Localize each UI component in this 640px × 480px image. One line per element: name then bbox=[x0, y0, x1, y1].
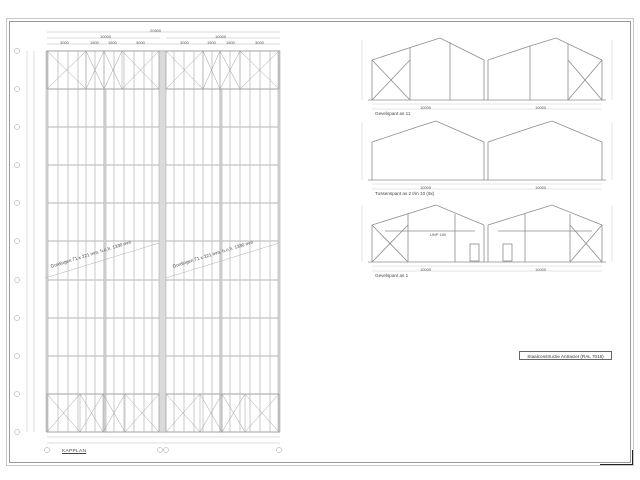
bay-dim: 3000 bbox=[136, 40, 145, 45]
bay-dim: 1500 bbox=[108, 40, 117, 45]
elevation-width-dim: 10000 bbox=[535, 105, 547, 110]
elevation-title-gevelspant-11: Gevelspant as 11 bbox=[375, 111, 411, 116]
elevation-width-dim: 10000 bbox=[535, 185, 547, 190]
elevation-title-tussenspant: Tussenspant as 2 t/m 10 (9x) bbox=[375, 191, 435, 196]
bay-dim: 1500 bbox=[207, 40, 216, 45]
elevation-width-dim: 10000 bbox=[420, 185, 432, 190]
bay-dim: 1500 bbox=[226, 40, 235, 45]
elevation-title-gevelspant-1: Gevelspant as 1 bbox=[375, 273, 409, 278]
elevation-width-dim: 10000 bbox=[420, 105, 432, 110]
right-half-dim: 10000 bbox=[215, 34, 227, 39]
overall-width-dim: 20500 bbox=[150, 28, 162, 33]
left-half-dim: 10000 bbox=[100, 34, 112, 39]
bay-dim: 3000 bbox=[255, 40, 264, 45]
title-block: Staalconstructie Antraciet (RAL 7016) bbox=[519, 351, 612, 360]
corner-mark bbox=[600, 450, 633, 465]
bay-dim: 3000 bbox=[180, 40, 189, 45]
elevation-width-dim: 10000 bbox=[420, 267, 432, 272]
elevation-drawings bbox=[368, 37, 606, 263]
tie-beam-label: UNP 160 bbox=[430, 232, 447, 237]
plan-title: KAPPLAN bbox=[62, 449, 87, 454]
sheet-frame bbox=[6, 18, 634, 466]
bay-dim: 1500 bbox=[90, 40, 99, 45]
bay-dim: 3000 bbox=[60, 40, 69, 45]
elevation-width-dim: 10000 bbox=[535, 267, 547, 272]
